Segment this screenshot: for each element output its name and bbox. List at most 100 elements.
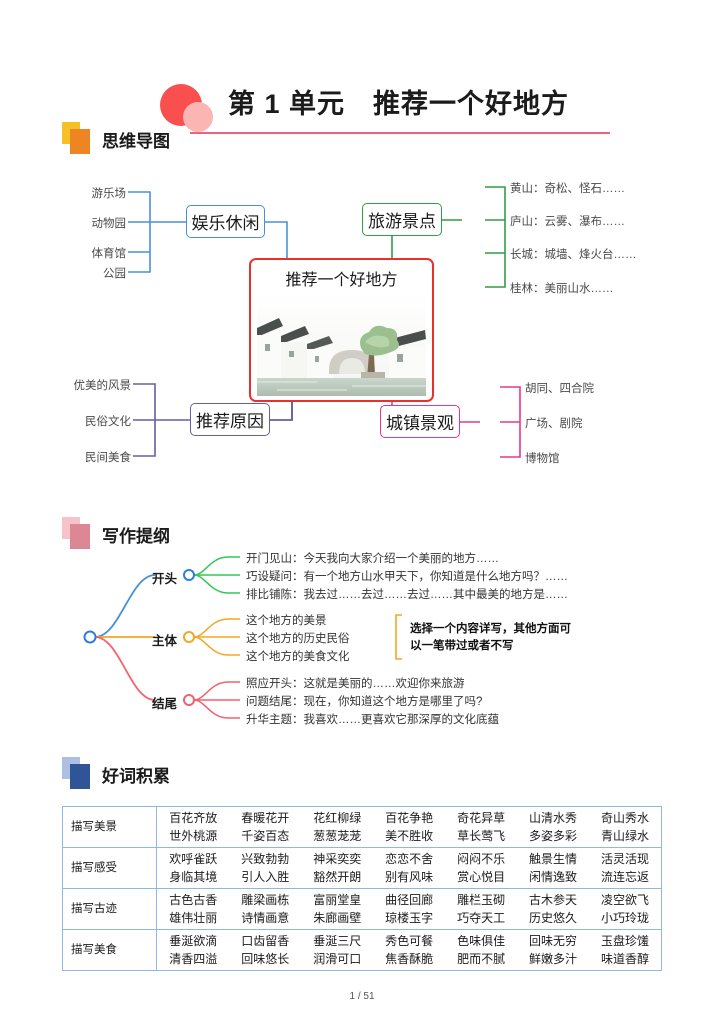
mindmap-center-node[interactable]: 推荐一个好地方 bbox=[249, 258, 434, 402]
vocab-word: 小巧玲珑 bbox=[601, 911, 650, 925]
vocab-word: 山清水秀 bbox=[529, 811, 578, 825]
mindmap-leaf-reason-2: 民间美食 bbox=[85, 452, 131, 464]
vocab-word: 奇花异草 bbox=[457, 811, 506, 825]
vocab-word: 琼楼玉字 bbox=[385, 911, 434, 925]
vocab-word: 闲情逸致 bbox=[529, 870, 578, 884]
outline-item-body-0: 这个地方的美景 bbox=[246, 615, 327, 627]
vocab-word: 朱廊画壁 bbox=[313, 911, 362, 925]
watertown-illustration bbox=[257, 292, 426, 396]
vocab-word: 神采奕奕 bbox=[313, 852, 362, 866]
table-row: 描写美食 垂涎欲滴 口齿留香 垂涎三尺 秀色可餐 色味俱佳 回味无穷 玉盘珍馐 … bbox=[61, 929, 662, 971]
page-header: 第 1 单元 推荐一个好地方 bbox=[0, 36, 724, 134]
vocab-word: 古色古香 bbox=[169, 893, 218, 907]
mindmap-leaf-scenic-3: 桂林：美丽山水…… bbox=[510, 283, 614, 295]
mindmap-leaf-entertainment-3: 公园 bbox=[103, 268, 126, 280]
mindmap-leaf-entertainment-0: 游乐场 bbox=[91, 188, 127, 200]
vocab-word: 兴致勃勃 bbox=[241, 852, 290, 866]
mindmap-node-townscape-label: 城镇景观 bbox=[386, 414, 454, 433]
vocab-word: 恋恋不舍 bbox=[385, 852, 434, 866]
outline-item-ending-1: 问题结尾：现在，你知道这个地方是哪里了吗? bbox=[246, 696, 483, 708]
table-cell-category: 描写感受 bbox=[71, 862, 117, 874]
vocab-word: 百花争艳 bbox=[385, 811, 434, 825]
outline-diagram: 开头 主体 结尾 开门见山：今天我向大家介绍一个美丽的地方…… 巧设疑问：有一个… bbox=[0, 545, 724, 745]
outline-item-ending-2: 升华主题：我喜欢……更喜欢它那深厚的文化底蕴 bbox=[246, 714, 499, 726]
vocab-word: 流连忘返 bbox=[601, 870, 650, 884]
table-cell-category: 描写古迹 bbox=[71, 903, 117, 915]
outline-item-opening-2: 排比铺陈：我去过……去过……去过……其中最美的地方是…… bbox=[246, 589, 568, 601]
mindmap-leaf-townscape-2: 博物馆 bbox=[525, 453, 560, 465]
vocab-word: 润滑可口 bbox=[313, 952, 362, 966]
section-label-mindmap: 思维导图 bbox=[102, 132, 170, 151]
vocab-word: 味道香醇 bbox=[601, 952, 650, 966]
vocab-word: 花红柳绿 bbox=[313, 811, 362, 825]
mindmap-node-townscape[interactable]: 城镇景观 bbox=[380, 405, 460, 438]
vocab-word: 奇山秀水 bbox=[601, 811, 650, 825]
square-front-icon bbox=[70, 524, 90, 549]
mindmap-leaf-entertainment-2: 体育馆 bbox=[91, 248, 127, 260]
vocab-word: 诗情画意 bbox=[241, 911, 290, 925]
section-label-vocab: 好词积累 bbox=[102, 767, 170, 786]
mindmap-node-scenic[interactable]: 旅游景点 bbox=[362, 203, 442, 236]
outline-connectors bbox=[83, 556, 402, 719]
mindmap-node-entertainment[interactable]: 娱乐休闲 bbox=[186, 205, 265, 238]
vocab-word: 千姿百态 bbox=[241, 829, 290, 843]
vocab-word: 回味无穷 bbox=[529, 934, 578, 948]
title-underline-divider bbox=[190, 132, 610, 134]
mindmap-node-reason-label: 推荐原因 bbox=[196, 412, 264, 431]
vocab-word: 垂涎三尺 bbox=[313, 934, 362, 948]
vocab-word: 赏心悦目 bbox=[457, 870, 506, 884]
vocab-word: 玉盘珍馐 bbox=[601, 934, 650, 948]
vocab-word: 青山绿水 bbox=[601, 829, 650, 843]
vocab-word: 秀色可餐 bbox=[385, 934, 434, 948]
mindmap-leaf-townscape-0: 胡同、四合院 bbox=[525, 383, 594, 395]
outline-item-body-2: 这个地方的美食文化 bbox=[246, 651, 350, 663]
vocab-word: 富丽堂皇 bbox=[313, 893, 362, 907]
vocab-word: 凌空欲飞 bbox=[601, 893, 650, 907]
mindmap-leaf-reason-1: 民俗文化 bbox=[85, 416, 131, 428]
vocab-word: 口齿留香 bbox=[241, 934, 290, 948]
outline-item-opening-1: 巧设疑问：有一个地方山水甲天下，你知道是什么地方吗？…… bbox=[246, 571, 568, 583]
vocab-word: 历史悠久 bbox=[529, 911, 578, 925]
vocab-word: 雕栏玉砌 bbox=[457, 893, 506, 907]
vocab-word: 欢呼雀跃 bbox=[169, 852, 218, 866]
outline-item-opening-0: 开门见山：今天我向大家介绍一个美丽的地方…… bbox=[246, 553, 499, 565]
outline-node-ending[interactable]: 结尾 bbox=[152, 697, 178, 711]
section-label-outline: 写作提纲 bbox=[102, 527, 170, 546]
page-number: 1 / 51 bbox=[349, 991, 375, 1002]
vocab-word: 焦香酥脆 bbox=[385, 952, 434, 966]
vocabulary-table: 描写美景 百花齐放 春暖花开 花红柳绿 百花争艳 奇花异草 山清水秀 奇山秀水 … bbox=[61, 806, 662, 971]
outline-node-body[interactable]: 主体 bbox=[152, 634, 178, 648]
mindmap-leaf-townscape-1: 广场、剧院 bbox=[525, 418, 583, 430]
square-front-icon bbox=[70, 129, 90, 154]
vocab-word: 雄伟壮丽 bbox=[169, 911, 218, 925]
vocab-word: 回味悠长 bbox=[241, 952, 290, 966]
title-dot-small-icon bbox=[183, 102, 213, 132]
outline-item-body-1: 这个地方的历史民俗 bbox=[246, 633, 350, 645]
vocab-word: 色味俱佳 bbox=[457, 934, 506, 948]
table-row: 描写美景 百花齐放 春暖花开 花红柳绿 百花争艳 奇花异草 山清水秀 奇山秀水 … bbox=[61, 806, 662, 848]
mindmap-node-entertainment-label: 娱乐休闲 bbox=[191, 214, 260, 233]
mindmap-leaf-scenic-2: 长城：城墙、烽火台…… bbox=[510, 249, 637, 261]
vocab-word: 豁然开朗 bbox=[313, 870, 362, 884]
vocab-word: 触景生情 bbox=[529, 852, 578, 866]
vocab-word: 垂涎欲滴 bbox=[169, 934, 218, 948]
vocab-word: 闷闷不乐 bbox=[457, 852, 506, 866]
vocab-word: 别有风味 bbox=[385, 870, 434, 884]
vocab-word: 古木参天 bbox=[529, 893, 578, 907]
table-cell-category: 描写美食 bbox=[71, 944, 117, 956]
mindmap-leaf-scenic-1: 庐山：云雾、瀑布…… bbox=[510, 216, 625, 228]
vocab-word: 引人入胜 bbox=[241, 870, 290, 884]
page-title: 第 1 单元 推荐一个好地方 bbox=[228, 89, 570, 119]
mindmap-node-reason[interactable]: 推荐原因 bbox=[190, 403, 270, 436]
outline-note-body-line2: 以一笔带过或者不写 bbox=[410, 640, 514, 652]
table-cell-category: 描写美景 bbox=[71, 821, 117, 833]
outline-node-opening[interactable]: 开头 bbox=[152, 572, 178, 586]
vocab-word: 草长莺飞 bbox=[457, 829, 506, 843]
vocab-word: 雕梁画栋 bbox=[241, 893, 290, 907]
vocab-word: 多姿多彩 bbox=[529, 829, 578, 843]
vocab-word: 鲜嫩多汁 bbox=[529, 952, 578, 966]
table-row: 描写感受 欢呼雀跃 兴致勃勃 神采奕奕 恋恋不舍 闷闷不乐 触景生情 活灵活现 … bbox=[61, 847, 662, 889]
mindmap-leaf-reason-0: 优美的风景 bbox=[73, 380, 132, 392]
vocab-word: 曲径回廊 bbox=[385, 893, 434, 907]
vocab-word: 身临其境 bbox=[169, 870, 218, 884]
